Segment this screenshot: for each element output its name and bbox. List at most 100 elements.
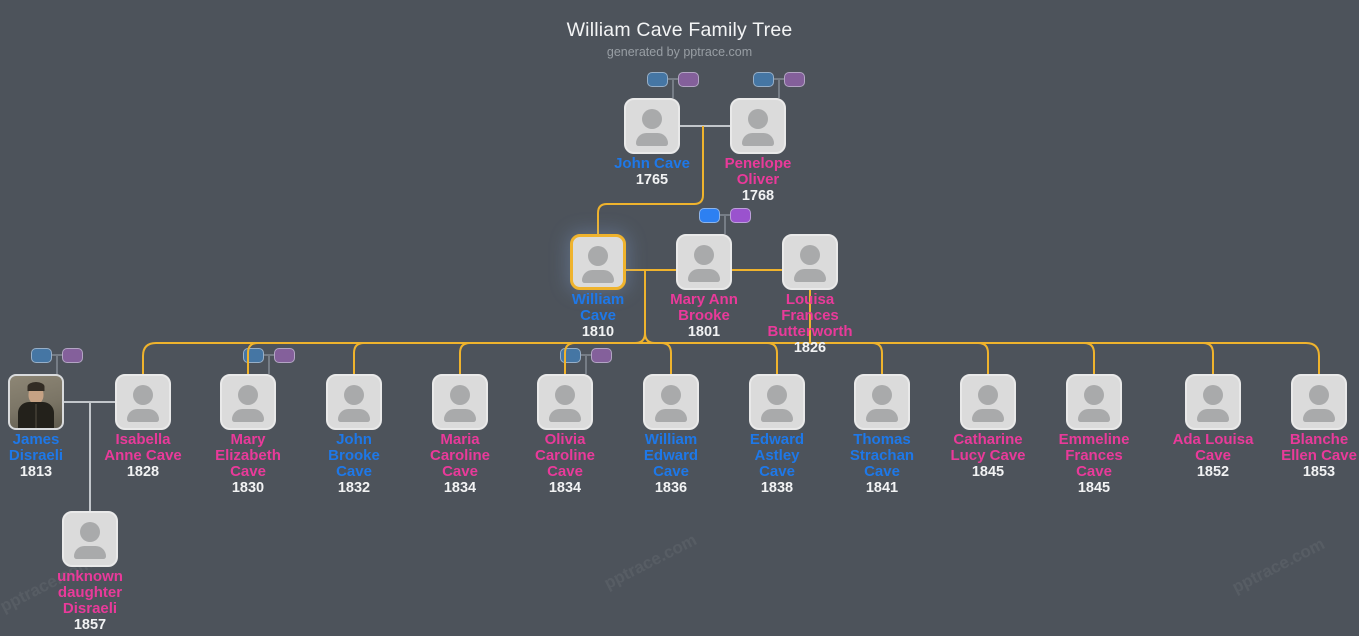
father-mini-icon [243,348,264,363]
page-subtitle: generated by pptrace.com [606,45,753,59]
person-name: John Brooke Cave [328,431,380,480]
person-avatar-box[interactable] [1291,374,1347,430]
avatar-person-icon-shoulders [127,409,159,422]
person-avatar-box[interactable] [570,234,626,290]
parents-couple-icon [699,208,751,234]
person-birth-year: 1810 [581,324,615,340]
father-mini-icon [753,72,774,87]
person-avatar-box[interactable] [62,511,118,567]
avatar-person-icon-shoulders [866,409,898,422]
person-avatar-box[interactable] [676,234,732,290]
person-avatar-box[interactable] [624,98,680,154]
person-avatar-box[interactable] [730,98,786,154]
person-name: Ada Louisa Cave [1172,431,1254,464]
avatar-person-icon-head [1203,385,1223,405]
person-avatar-box[interactable] [1185,374,1241,430]
person-avatar-box[interactable] [432,374,488,430]
parent-link-line [268,355,270,374]
person-avatar-box[interactable] [643,374,699,430]
person-birth-year: 1813 [19,464,53,480]
avatar-person-icon-shoulders [794,269,826,282]
person-avatar-box[interactable] [1066,374,1122,430]
avatar-person-icon-head [872,385,892,405]
avatar-person-icon-head [450,385,470,405]
parents-couple-icon [560,348,612,374]
person-name: Mary Elizabeth Cave [215,431,281,480]
mother-mini-icon [730,208,751,223]
avatar-person-icon-head [555,385,575,405]
avatar-person-icon-shoulders [742,133,774,146]
mother-mini-icon [678,72,699,87]
mother-mini-icon [274,348,295,363]
header: William Cave Family Tree generated by pp… [0,19,1359,59]
person-avatar-box[interactable] [537,374,593,430]
father-mini-icon [647,72,668,87]
avatar-person-icon-head [978,385,998,405]
avatar-person-icon-shoulders [636,133,668,146]
person-avatar-box[interactable] [854,374,910,430]
avatar-person-icon-head [661,385,681,405]
person-avatar-box[interactable] [782,234,838,290]
person-avatar-box[interactable] [326,374,382,430]
person-name: Edward Astley Cave [749,431,805,480]
person-name: Olivia Caroline Cave [534,431,595,480]
avatar-person-icon-shoulders [74,546,106,559]
person-birth-year: 1765 [635,172,669,188]
person-name: James Disraeli [8,431,64,464]
parents-couple-icon [243,348,295,374]
portrait-photo[interactable] [8,374,64,430]
person-name: Catharine Lucy Cave [950,431,1026,464]
person-birth-year: 1845 [971,464,1005,480]
avatar-person-icon-head [1309,385,1329,405]
avatar-person-icon-shoulders [338,409,370,422]
avatar-person-icon-shoulders [582,270,614,283]
person-birth-year: 1852 [1196,464,1230,480]
mother-mini-icon [62,348,83,363]
person-name: Blanche Ellen Cave [1281,431,1357,464]
avatar-person-icon-head [238,385,258,405]
father-mini-icon [699,208,720,223]
person-birth-year: 1834 [548,480,582,496]
person-name: Penelope Oliver [724,155,792,188]
portrait-body [18,402,54,428]
person-birth-year: 1836 [654,480,688,496]
avatar-person-icon-shoulders [688,269,720,282]
person-birth-year: 1828 [126,464,160,480]
person-birth-year: 1838 [760,480,794,496]
avatar-person-icon-shoulders [1197,409,1229,422]
person-avatar-box[interactable] [749,374,805,430]
page-title: William Cave Family Tree [566,19,793,41]
parent-link-line [778,79,780,98]
person-avatar-box[interactable] [960,374,1016,430]
parent-link-line [585,355,587,374]
person-avatar-box[interactable] [115,374,171,430]
person-avatar-box[interactable] [220,374,276,430]
avatar-person-icon-shoulders [761,409,793,422]
avatar-person-icon-head [344,385,364,405]
person-birth-year: 1768 [741,188,775,204]
parent-link-line [724,215,726,234]
